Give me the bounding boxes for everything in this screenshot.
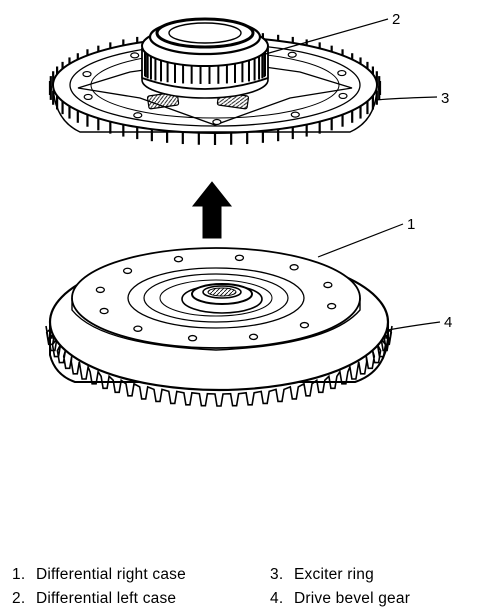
bolt-hole xyxy=(95,286,106,294)
bolt-hole xyxy=(99,307,109,315)
legend-label: Exciter ring xyxy=(294,566,374,583)
bevel-gear-teeth xyxy=(45,323,393,407)
callout-1: 1 xyxy=(317,216,415,258)
differential-right-case xyxy=(71,247,361,351)
bolt-hole xyxy=(122,267,133,275)
legend-item-4: 4.Drive bevel gear xyxy=(270,590,411,607)
bolt-hole xyxy=(323,281,333,289)
legend-label: Drive bevel gear xyxy=(294,590,411,607)
bolt-hole xyxy=(290,111,300,118)
bolt-hole xyxy=(289,264,299,271)
bolt-hole xyxy=(187,334,198,342)
bolt-hole xyxy=(234,254,245,262)
legend-item-2: 2.Differential left case xyxy=(12,590,177,607)
legend-label: Differential right case xyxy=(36,566,186,583)
bolt-hole xyxy=(299,321,310,329)
legend-label: Differential left case xyxy=(36,590,177,607)
exploded-diagram: 2 3 1 4 xyxy=(45,11,452,407)
upper-bolt-holes xyxy=(82,44,348,126)
legend-item-3: 3.Exciter ring xyxy=(270,566,374,583)
svg-text:2: 2 xyxy=(392,11,400,28)
bolt-hole xyxy=(133,112,143,119)
assembly-direction-arrow xyxy=(191,181,233,239)
bolt-hole xyxy=(338,92,348,100)
svg-text:3: 3 xyxy=(441,90,449,107)
bolt-hole xyxy=(83,93,93,101)
callout-2: 2 xyxy=(261,11,400,56)
svg-text:1: 1 xyxy=(407,216,415,233)
bolt-hole xyxy=(337,69,347,77)
bolt-hole xyxy=(326,302,337,310)
lower-bolt-holes xyxy=(95,254,337,342)
svg-text:4: 4 xyxy=(444,314,452,331)
bolt-hole xyxy=(248,333,259,341)
bolt-hole xyxy=(287,51,297,58)
bolt-hole xyxy=(173,255,184,263)
differential-left-case xyxy=(77,17,353,126)
callout-4: 4 xyxy=(387,314,452,331)
bolt-hole xyxy=(212,118,222,126)
bolt-hole xyxy=(133,325,143,332)
legend-item-1: 1.Differential right case xyxy=(12,566,186,583)
bolt-hole xyxy=(130,52,140,59)
bolt-hole xyxy=(82,70,92,78)
callout-3: 3 xyxy=(374,90,449,107)
gear-tooth-profile xyxy=(45,323,393,407)
parts-legend: 1.Differential right case 2.Differential… xyxy=(12,566,472,612)
